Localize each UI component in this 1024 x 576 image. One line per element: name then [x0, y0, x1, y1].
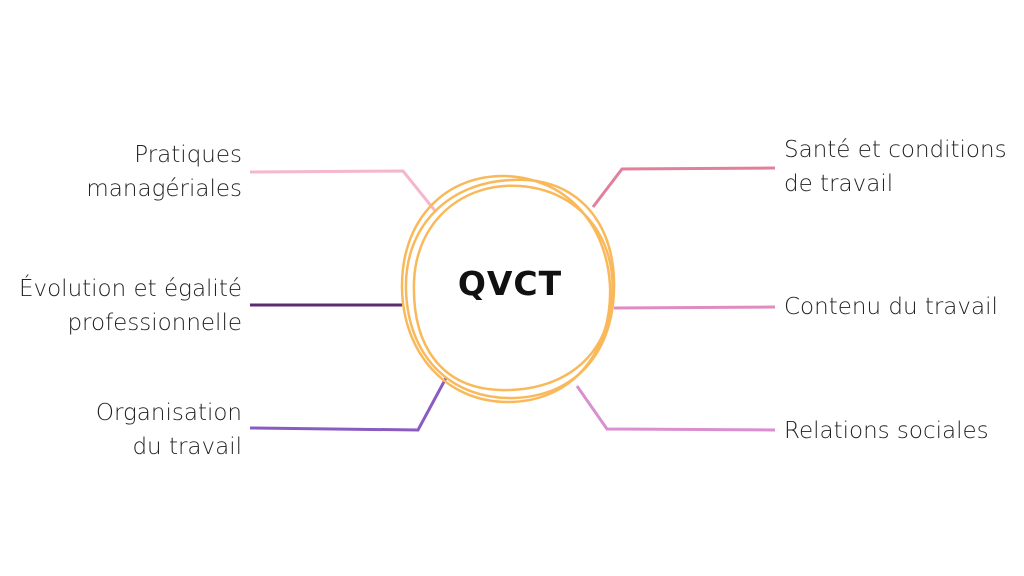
branch-label-contenu-travail: Contenu du travail [784, 294, 998, 320]
branch-label-organisation-travail: Organisation du travail [95, 400, 242, 460]
branch-label-sante-conditions: Santé et conditions de travail [784, 137, 1007, 197]
branch-label-pratiques-manageriales: Pratiques managériales [86, 142, 242, 202]
center-circle [400, 174, 616, 404]
center-title: QVCT [457, 264, 563, 303]
connector-pratiques [249, 169, 438, 213]
connector-sante [591, 166, 776, 208]
connector-organisation [249, 377, 448, 432]
branch-label-relations-sociales: Relations sociales [784, 418, 989, 444]
branch-label-evolution-egalite: Évolution et égalité professionnelle [18, 276, 242, 336]
connector-relations [575, 385, 776, 432]
connector-contenu [613, 305, 776, 310]
